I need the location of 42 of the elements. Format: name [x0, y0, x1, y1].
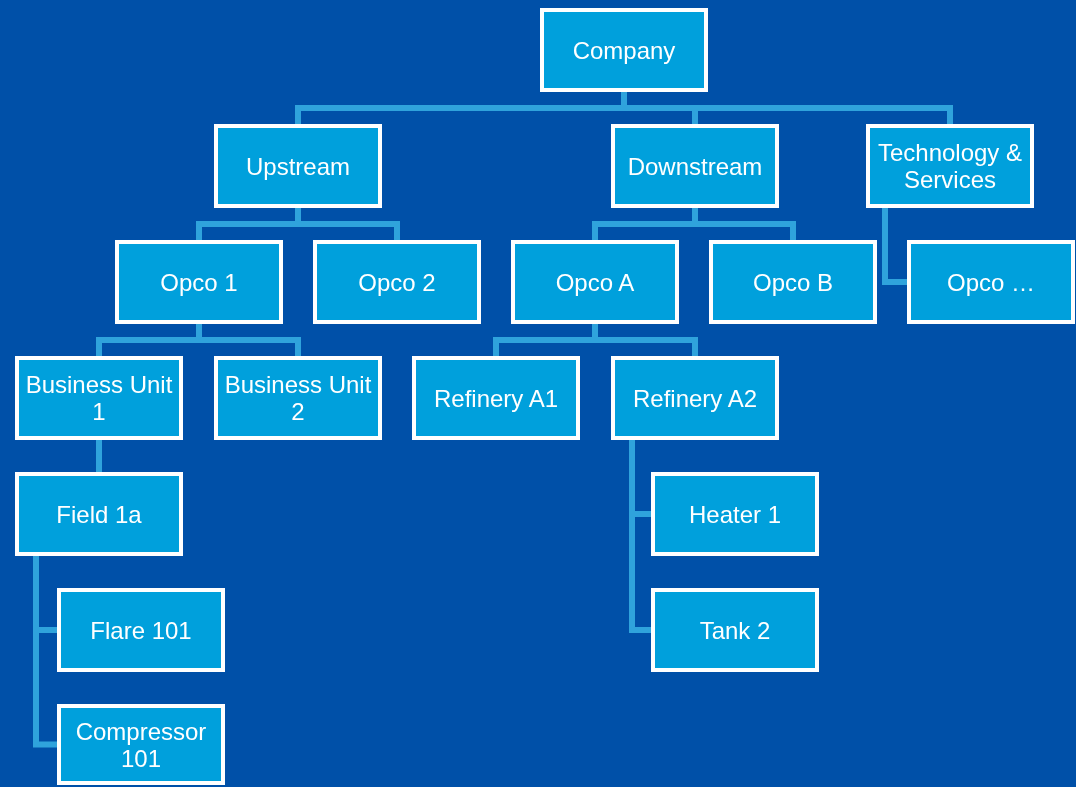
- connector-line: [96, 440, 102, 472]
- box-label: Compressor 101: [74, 717, 208, 772]
- connector-line: [592, 324, 698, 356]
- org-box: [611, 124, 779, 208]
- org-box: [57, 588, 225, 672]
- connector-line: [196, 324, 301, 356]
- org-box: [511, 240, 679, 324]
- org-box: [540, 8, 708, 92]
- box-label: Opco A: [555, 268, 635, 296]
- box-label: Refinery A1: [433, 384, 559, 412]
- box-label: Flare 101: [90, 616, 192, 644]
- box-label: Refinery A2: [632, 384, 758, 412]
- box-label: Downstream: [627, 152, 763, 180]
- box-label: Upstream: [246, 152, 350, 180]
- org-box: [115, 240, 283, 324]
- org-box: [651, 588, 819, 672]
- org-box: [15, 472, 183, 556]
- connector-line: [882, 208, 907, 285]
- box-label: Opco 1: [160, 268, 238, 296]
- connector-line: [295, 208, 400, 240]
- box-label: Business Unit 1: [24, 371, 174, 425]
- org-box: [15, 356, 183, 440]
- box-label: Opco 2: [358, 268, 436, 296]
- connector-line: [692, 208, 796, 240]
- org-box: [651, 472, 819, 556]
- org-box: [709, 240, 877, 324]
- box-label: Opco …: [947, 268, 1035, 296]
- box-label: Company: [572, 36, 676, 64]
- org-box: [866, 124, 1034, 208]
- box-label: Technology & Services: [876, 139, 1024, 193]
- box-label: Business Unit 2: [223, 371, 373, 425]
- box-label: Opco B: [752, 268, 833, 296]
- org-box: [412, 356, 580, 440]
- org-box: [57, 704, 225, 785]
- box-label: Tank 2: [699, 616, 771, 644]
- org-box: [907, 240, 1075, 324]
- org-box: [611, 356, 779, 440]
- box-label: Field 1a: [56, 500, 142, 528]
- box-label: Heater 1: [688, 500, 782, 528]
- org-box: [214, 356, 382, 440]
- org-box: [214, 124, 382, 208]
- org-box: [313, 240, 481, 324]
